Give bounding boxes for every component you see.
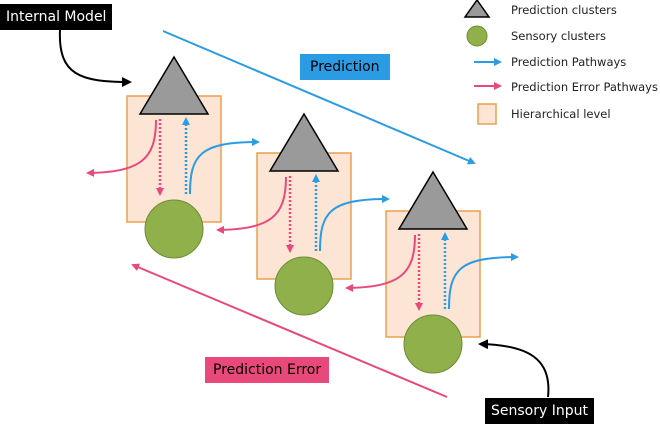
internal-model-arrow: [58, 29, 132, 87]
legend-item-hierarchical-level: Hierarchical level: [511, 107, 611, 121]
prediction-error-label: Prediction Error: [205, 357, 330, 383]
sensory-input-arrow: [478, 339, 550, 398]
prediction-pathway-arrow: [189, 138, 260, 195]
legend-item-sensory-clusters: Sensory clusters: [511, 29, 606, 43]
prediction-error-pathway-arrow: [86, 119, 157, 177]
prediction-cluster-triangle: [268, 112, 340, 172]
sensory-cluster-circle: [144, 199, 204, 259]
sensory-cluster-circle: [403, 314, 463, 374]
legend-circle-icon: [466, 25, 488, 47]
prediction-error-trend-arrow: [131, 263, 448, 398]
prediction-cluster-triangle: [397, 170, 469, 230]
legend-square-icon: [477, 103, 497, 125]
sensory-cluster-circle: [274, 256, 334, 316]
prediction-error-pathway-arrow: [216, 176, 287, 234]
internal-model-label: Internal Model: [0, 4, 113, 30]
prediction-trend-arrow: [162, 30, 476, 165]
prediction-label: Prediction: [300, 54, 390, 80]
legend-triangle-icon: [463, 0, 491, 18]
prediction-error-pathway-arrow: [345, 234, 416, 292]
legend-item-prediction-clusters: Prediction clusters: [511, 3, 617, 17]
prediction-cluster-triangle: [138, 55, 210, 115]
prediction-pathway-arrow: [319, 195, 390, 252]
prediction-pathway-arrow: [448, 253, 519, 310]
legend-item-prediction-pathways: Prediction Pathways: [511, 55, 627, 69]
legend-item-prediction-error-pathways: Prediction Error Pathways: [511, 80, 658, 94]
sensory-input-label: Sensory Input: [485, 398, 594, 424]
